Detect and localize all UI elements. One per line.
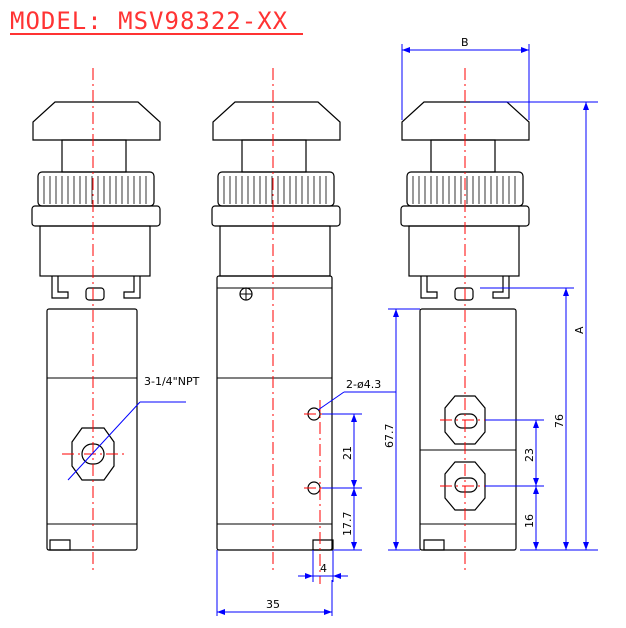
rear-port-upper-slot [454,413,478,429]
side-foot [312,539,334,551]
rear-port-lower [444,461,486,511]
side-valve-body [216,275,333,551]
dim-17-7: 17.7 [341,512,354,537]
rear-neck [408,225,520,277]
dim-4: 4 [320,562,327,575]
port-fitting [71,427,115,481]
front-collar [31,205,161,227]
dim-35: 35 [266,598,280,611]
front-knurled-ring [37,171,155,207]
front-stem [61,139,127,173]
front-bracket [51,276,141,299]
rear-bracket [420,276,510,299]
dim-a: A [573,326,586,334]
front-neck [39,225,151,277]
dim-76: 76 [553,414,566,428]
rear-port-upper [444,395,486,445]
model-title: MODEL: MSV98322-XX [10,7,289,35]
dim-16: 16 [523,514,536,528]
port-label: 3-1/4"NPT [144,375,200,388]
side-knurled-ring [217,171,335,207]
dim-b: B [461,36,469,49]
rear-view: B A 76 23 16 67.7 [383,36,598,572]
dim-67-7: 67.7 [383,424,396,449]
rear-valve-body [419,308,517,551]
rear-foot [423,539,445,551]
holes-label: 2-ø4.3 [346,378,381,391]
rear-port-lower-slot [454,477,478,493]
side-mushroom-cap [212,101,341,141]
dim-23: 23 [523,448,536,462]
side-neck [219,225,331,277]
side-collar [211,205,341,227]
rear-stem [430,139,496,173]
title-underline [10,33,303,35]
front-mushroom-cap [32,101,161,141]
front-foot [49,539,71,551]
front-screw [85,287,105,301]
side-view: 2-ø4.3 21 17.7 4 35 [211,68,396,616]
front-view: 3-1/4"NPT [31,68,200,572]
side-stem [241,139,307,173]
dim-21: 21 [341,446,354,460]
front-valve-body [46,308,138,551]
rear-screw [454,287,474,301]
rear-mushroom-cap [401,101,530,141]
